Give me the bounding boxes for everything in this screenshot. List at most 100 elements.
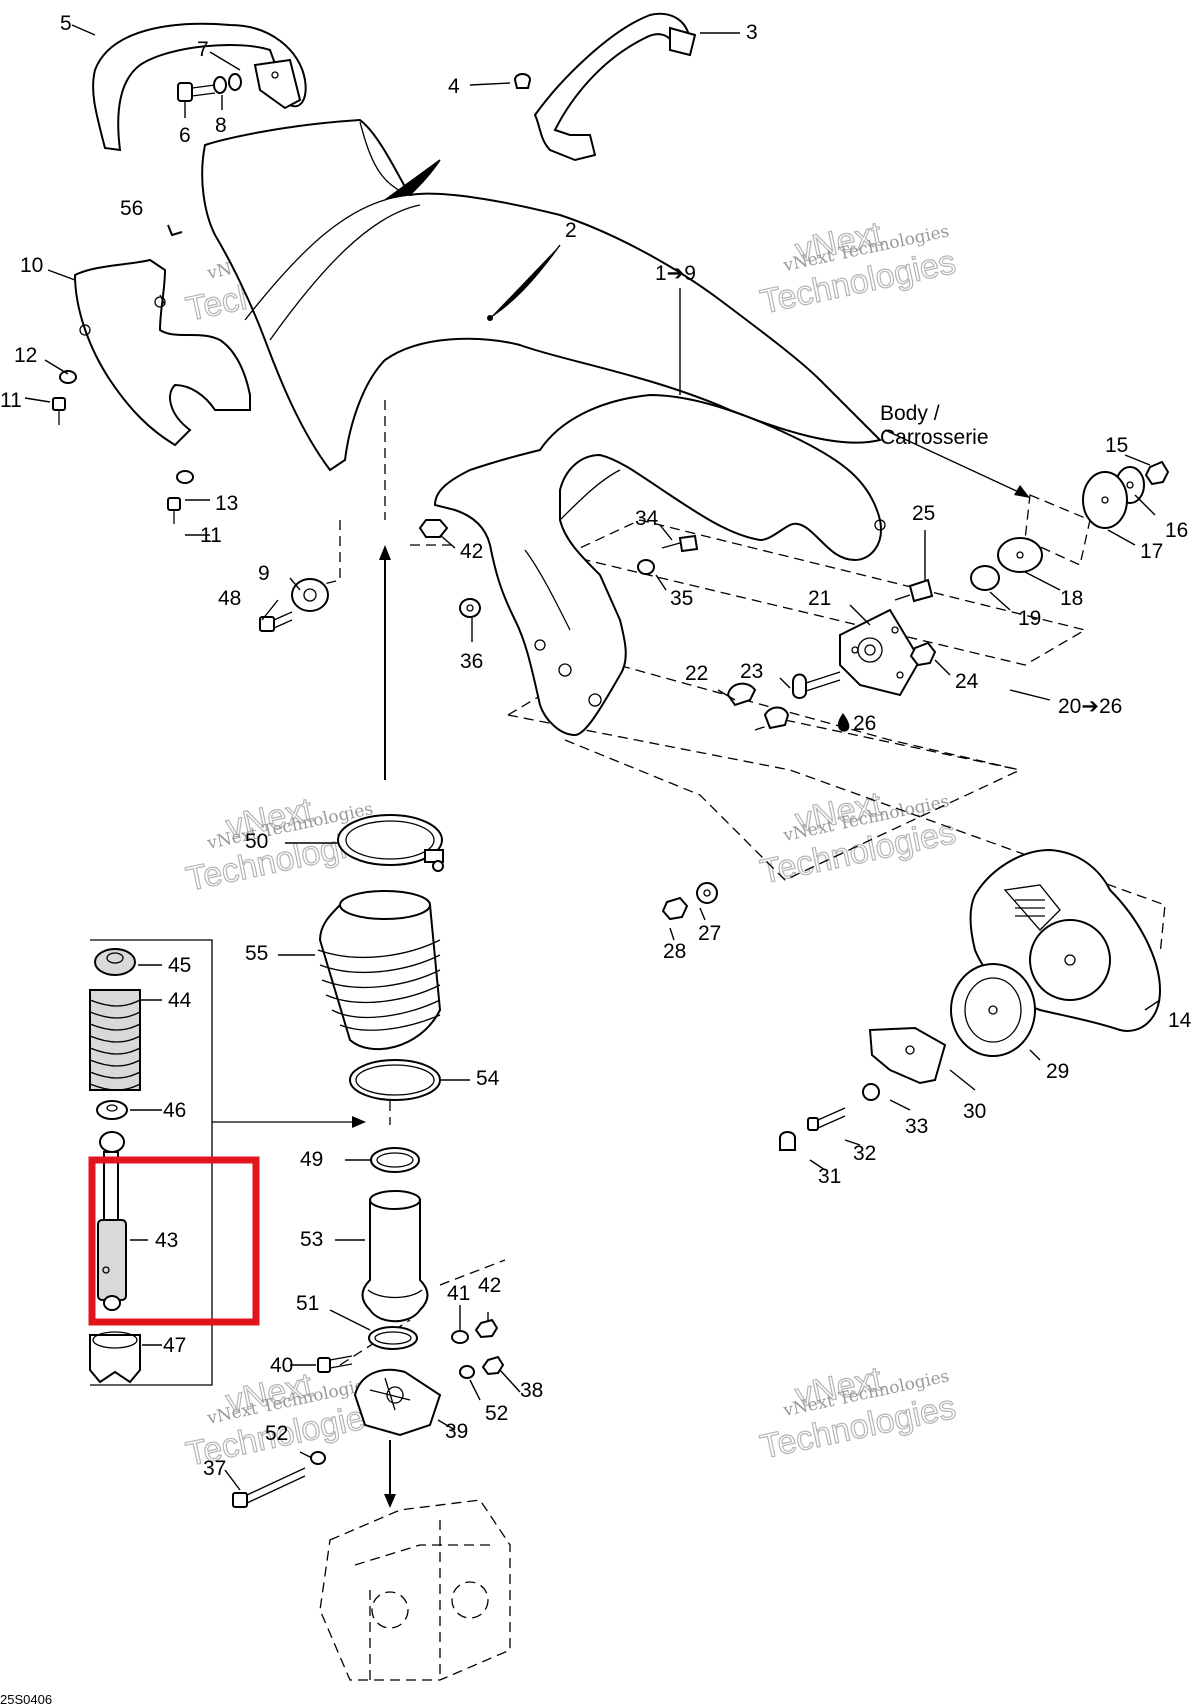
callout-10: 10: [20, 254, 43, 277]
part-42-nut-upper: [418, 519, 449, 538]
part-34-bolt: [661, 534, 699, 553]
callout-3: 3: [746, 21, 758, 44]
callout-1-9: 1➔9: [655, 262, 696, 285]
drop-icon: [837, 713, 850, 732]
callout-32: 32: [853, 1142, 876, 1165]
callout-18: 18: [1060, 587, 1083, 610]
callout-33: 33: [905, 1115, 928, 1138]
callout-22: 22: [685, 662, 708, 685]
part-21-plate: [839, 608, 922, 697]
part-9-bushing: [291, 578, 329, 612]
body-label-line2: Carrosserie: [880, 426, 989, 449]
part-49-clamp: [370, 1147, 420, 1173]
callout-25: 25: [912, 502, 935, 525]
highlight-box-part-43: [88, 1156, 260, 1326]
arrow-up-to-frame: [379, 545, 391, 780]
callout-38: 38: [520, 1379, 543, 1402]
callout-2: 2: [565, 219, 577, 242]
part-11-screw-lower: [167, 497, 181, 524]
part-56-clip: [167, 224, 183, 237]
callout-23: 23: [740, 660, 763, 683]
callout-37: 37: [203, 1457, 226, 1480]
callout-40: 40: [270, 1354, 293, 1377]
callout-30: 30: [963, 1100, 986, 1123]
part-11-screw-upper: [52, 397, 66, 425]
part-10-side-panel: [73, 258, 251, 447]
part-1-seat-frame: [433, 393, 886, 737]
callout-35: 35: [670, 587, 693, 610]
part-50-clamp: [337, 814, 444, 872]
callout-55: 55: [245, 942, 268, 965]
callout-5: 5: [60, 12, 72, 35]
part-17-washer: [1082, 471, 1128, 529]
part-15-nut: [1144, 460, 1170, 486]
part-30-bracket: [868, 1026, 947, 1085]
part-36-washer: [459, 598, 481, 618]
callout-17: 17: [1140, 540, 1163, 563]
part-4-rivet: [513, 73, 532, 89]
callout-42-upper: 42: [460, 540, 483, 563]
part-48-bolt: [259, 611, 293, 632]
callout-46: 46: [163, 1099, 186, 1122]
callout-52-left: 52: [265, 1422, 288, 1445]
part-6-bolt: [177, 82, 216, 102]
part-46-seat: [96, 1100, 128, 1120]
part-3-grab-handle: [533, 12, 697, 162]
part-42-nut-lower: [474, 1318, 499, 1339]
part-43-shock-absorber: [97, 1131, 127, 1311]
callout-54: 54: [476, 1067, 500, 1090]
callout-20-26: 20➔26: [1058, 695, 1122, 718]
callout-24: 24: [955, 670, 979, 693]
part-18-washer: [997, 537, 1043, 573]
callout-56: 56: [120, 197, 143, 220]
part-22-clip: [726, 682, 790, 730]
part-31-rivet: [779, 1131, 796, 1151]
document-code: 25S0406: [0, 1692, 52, 1707]
callout-14: 14: [1168, 1009, 1192, 1032]
part-38-nut: [481, 1355, 505, 1376]
watermark-mid-right: vNext Technologies vNext Technologies: [756, 784, 959, 892]
callout-47: 47: [163, 1334, 186, 1357]
part-32-bolt: [807, 1107, 846, 1131]
body-label-line1: Body /: [880, 402, 940, 425]
part-45-cap: [94, 948, 136, 976]
part-12-washer: [59, 370, 77, 384]
callout-19: 19: [1018, 607, 1041, 630]
callout-48: 48: [218, 587, 241, 610]
part-40-bolt: [317, 1355, 353, 1373]
callout-49: 49: [300, 1148, 323, 1171]
part-29-pulley: [950, 963, 1036, 1057]
callout-6: 6: [179, 124, 191, 147]
callout-4: 4: [448, 75, 460, 98]
callout-13: 13: [215, 492, 238, 515]
leader-lines: [24, 24, 1161, 1491]
part-7-plate: [253, 58, 302, 110]
callout-7: 7: [197, 38, 209, 61]
part-51-clamp: [368, 1326, 418, 1350]
part-28-nut: [661, 896, 689, 921]
callout-51: 51: [296, 1292, 319, 1315]
part-27-washer: [696, 882, 718, 904]
callout-34: 34: [635, 507, 659, 530]
callout-39: 39: [445, 1420, 468, 1443]
part-52-washer-right: [459, 1365, 475, 1379]
callout-50: 50: [245, 830, 268, 853]
part-24-nut: [909, 641, 937, 667]
part-19-washer: [970, 565, 1000, 591]
part-8-washer: [213, 73, 242, 94]
part-23-bolt: [792, 671, 841, 699]
part-41-washer: [451, 1330, 469, 1344]
part-53-tube: [361, 1190, 429, 1323]
callout-12: 12: [14, 344, 37, 367]
part-47-retainer: [89, 1331, 141, 1384]
watermark-top-right: vNext Technologies vNext Technologies: [756, 214, 959, 322]
callout-16: 16: [1165, 519, 1188, 542]
callout-9: 9: [258, 562, 270, 585]
callout-29: 29: [1046, 1060, 1069, 1083]
callout-27: 27: [698, 922, 721, 945]
callout-45: 45: [168, 954, 191, 977]
part-13-washer: [176, 470, 194, 484]
part-35-washer: [637, 559, 655, 575]
part-54-o-ring: [349, 1059, 441, 1101]
